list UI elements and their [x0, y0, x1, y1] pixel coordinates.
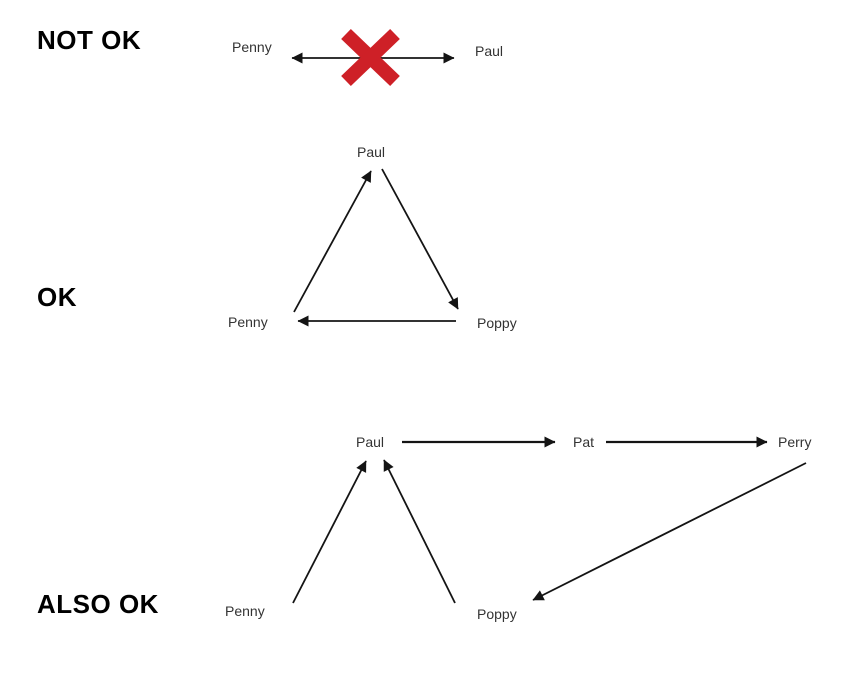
node-poppy: Poppy	[477, 606, 517, 622]
section-title-also-ok: ALSO OK	[37, 589, 159, 619]
arrow-paul-to-poppy	[381, 168, 459, 310]
arrow-penny-to-paul	[292, 460, 367, 604]
section-ok: OK Paul Penny Poppy	[37, 144, 517, 331]
section-title-ok: OK	[37, 282, 77, 312]
node-penny: Penny	[228, 314, 268, 330]
node-pat: Pat	[573, 434, 594, 450]
node-paul: Paul	[357, 144, 385, 160]
node-penny: Penny	[232, 39, 272, 55]
arrow-perry-to-poppy	[532, 462, 807, 601]
node-perry: Perry	[778, 434, 811, 450]
node-paul: Paul	[356, 434, 384, 450]
arrow-penny-to-paul	[293, 170, 372, 313]
section-title-not-ok: NOT OK	[37, 25, 141, 55]
red-cross-icon	[341, 28, 400, 87]
section-not-ok: NOT OK Penny Paul	[37, 25, 503, 87]
section-also-ok: ALSO OK Paul Pat Perry Penny Poppy	[37, 434, 811, 622]
arrow-poppy-to-paul	[383, 459, 456, 604]
node-paul: Paul	[475, 43, 503, 59]
node-penny: Penny	[225, 603, 265, 619]
node-poppy: Poppy	[477, 315, 517, 331]
